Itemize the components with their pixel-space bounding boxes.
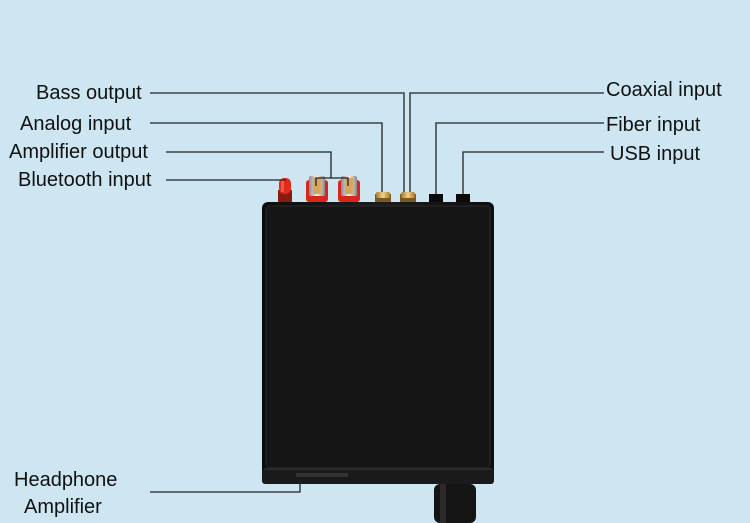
- leader-amplifier-output-right: [331, 177, 349, 186]
- volume-knob: [434, 484, 476, 523]
- leader-fiber-input: [435, 122, 604, 194]
- leader-bass-output: [150, 92, 405, 192]
- leader-headphone-amplifier: [150, 480, 301, 493]
- leader-amplifier-output: [166, 151, 332, 186]
- label-coaxial-input: Coaxial input: [606, 79, 722, 101]
- brand-logo: [296, 473, 348, 477]
- analog-input-connector: [375, 192, 391, 202]
- label-headphone-line1: Headphone: [14, 469, 118, 491]
- label-usb-input: USB input: [610, 143, 701, 165]
- amplifier-output-terminal-right: [338, 176, 360, 202]
- leader-analog-input: [150, 122, 383, 192]
- label-analog-input: Analog input: [20, 113, 132, 135]
- bass-output-connector: [400, 192, 416, 202]
- label-amplifier-output: Amplifier output: [9, 141, 148, 163]
- label-bass-output: Bass output: [36, 82, 142, 104]
- amplifier-output-terminal-left: [306, 176, 328, 202]
- leader-usb-input: [462, 151, 604, 194]
- device-body: [262, 202, 494, 484]
- label-headphone-line2: Amplifier: [24, 496, 102, 518]
- label-bluetooth-input: Bluetooth input: [18, 169, 152, 191]
- label-fiber-input: Fiber input: [606, 114, 701, 136]
- bluetooth-antenna-connector: [278, 178, 292, 202]
- usb-input-port: [456, 194, 470, 202]
- leader-coaxial-input: [409, 92, 604, 192]
- fiber-input-port: [429, 194, 443, 202]
